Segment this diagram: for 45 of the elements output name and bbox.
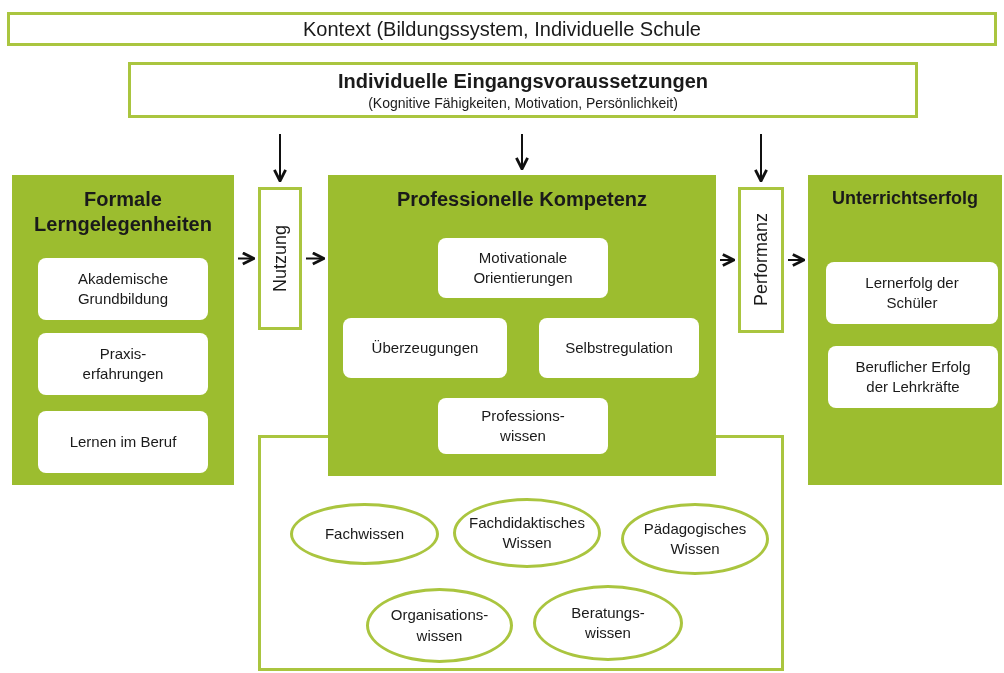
heading: Unterrichtserfolg xyxy=(832,187,978,210)
arrow xyxy=(754,133,768,183)
input-box xyxy=(128,62,918,118)
heading: Formale Lerngelegenheiten xyxy=(33,187,213,237)
label: Pädagogisches Wissen xyxy=(642,518,748,559)
item-box xyxy=(38,333,208,395)
arrow xyxy=(273,133,287,183)
success-panel xyxy=(808,175,1002,485)
arrow xyxy=(305,251,326,266)
item-box xyxy=(38,258,208,320)
label: Praxis- erfahrungen xyxy=(81,343,165,384)
item-box xyxy=(826,262,998,324)
label: Beruflicher Erfolg der Lehrkräfte xyxy=(854,356,972,397)
label: Motivationale Orientierungen xyxy=(472,247,574,288)
learning-panel xyxy=(12,175,234,485)
label: Lernerfolg der Schüler xyxy=(864,272,960,313)
heading: Individuelle Eingangsvoraussetzungen xyxy=(337,69,709,93)
arrow xyxy=(719,253,736,267)
arrow xyxy=(237,251,256,266)
label: Beratungs- wissen xyxy=(570,602,646,643)
label: Akademische Grundbildung xyxy=(76,268,170,309)
arrow xyxy=(787,253,806,267)
label: Fachwissen xyxy=(324,523,405,544)
competence-panel xyxy=(328,175,716,476)
usage-box xyxy=(258,187,302,330)
item-box xyxy=(343,318,507,378)
label: Kontext (Bildungssystem, Individuelle Schule xyxy=(303,17,701,41)
item-box xyxy=(438,238,608,298)
label: Organisations- wissen xyxy=(389,605,490,646)
performance-box xyxy=(738,187,784,333)
label: Performanz xyxy=(750,213,772,307)
label: Selbstregulation xyxy=(565,337,673,358)
label: Fachdidaktisches Wissen xyxy=(468,512,586,553)
heading: Professionelle Kompetenz xyxy=(396,187,648,212)
subtitle: (Kognitive Fähigkeiten, Motivation, Persönlichkeit) xyxy=(368,94,678,111)
arrow xyxy=(515,133,529,171)
label: Professions- wissen xyxy=(480,405,566,446)
label: Nutzung xyxy=(269,224,291,292)
context-box xyxy=(7,12,997,46)
item-box xyxy=(38,411,208,473)
item-box xyxy=(438,398,608,454)
label: Lernen im Beruf xyxy=(69,431,177,452)
label: Überzeugungen xyxy=(371,337,479,358)
item-box xyxy=(828,346,998,408)
item-box xyxy=(539,318,699,378)
